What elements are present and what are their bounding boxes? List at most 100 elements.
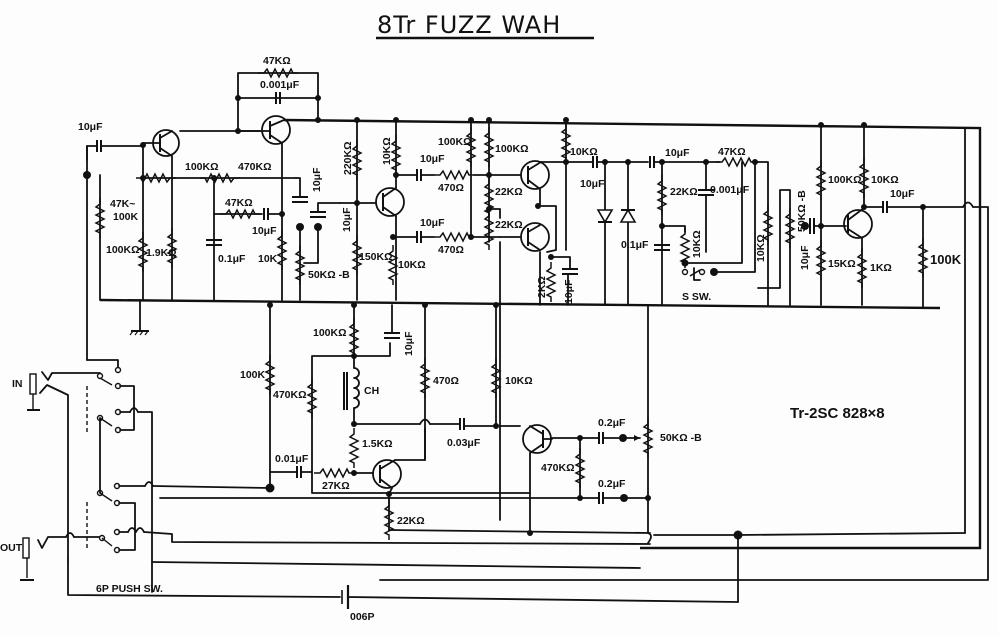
diode-1-icon xyxy=(596,209,614,224)
label-r220k: 220KΩ xyxy=(342,141,354,175)
label-fb-cap: 0.001μF xyxy=(260,79,300,91)
capacitor-10u-b-icon xyxy=(292,196,308,203)
schematic-title: 8Tr FUZZ WAH xyxy=(376,11,594,40)
label-jack-in: IN xyxy=(12,378,23,390)
s-switch[interactable] xyxy=(681,267,719,281)
label-c10u-e: 10μF xyxy=(420,217,445,229)
label-c02u-a: 0.2μF xyxy=(598,417,626,429)
capacitor-0-03u-icon xyxy=(459,418,465,430)
label-fb-res: 47KΩ xyxy=(263,55,291,67)
label-r22k-d: 22KΩ xyxy=(397,515,425,527)
label-r10k-e: 10KΩ xyxy=(691,230,703,258)
label-pot50k-c: 50KΩ -B xyxy=(660,432,702,444)
label-r100k-a: 100KΩ xyxy=(106,244,140,256)
output-stage: 100KΩ 15KΩ 10KΩ 1KΩ 10μF 100K xyxy=(379,122,989,581)
label-r470k: 470KΩ xyxy=(238,161,272,173)
label-r100k-c: 100KΩ xyxy=(438,136,472,148)
label-pot50k-b: 50KΩ -B xyxy=(796,190,808,232)
label-c10u-a: 10μF xyxy=(252,225,277,237)
resistor-1-5k xyxy=(349,427,359,469)
label-c001u-b: 0.01μF xyxy=(275,453,309,465)
label-c10u-h: 10μF xyxy=(665,147,690,159)
resistor-27k xyxy=(313,468,355,478)
transistor-q2-icon xyxy=(237,115,291,145)
label-r470-a: 470Ω xyxy=(438,182,464,194)
label-r22k-b: 22KΩ xyxy=(495,219,523,231)
label-r100k-b: 100KΩ xyxy=(185,161,219,173)
stage-3: 220KΩ 150KΩ 10KΩ 10KΩ 10μF 470Ω xyxy=(339,117,521,301)
output-jack[interactable] xyxy=(20,532,101,581)
label-r10k-f: 10KΩ xyxy=(755,234,767,262)
transistor-q8-icon xyxy=(843,207,873,239)
transistor-q5-icon xyxy=(520,222,550,252)
label-r1k: 1KΩ xyxy=(870,262,892,274)
transistor-q1-icon xyxy=(142,129,180,157)
label-r150k: 150KΩ xyxy=(359,251,393,263)
lower-stage: 100K 100KΩ 10μF 470KΩ CH 1.5KΩ xyxy=(159,127,966,603)
input-wire xyxy=(86,145,97,161)
label-c001u: 0.001μF xyxy=(710,184,750,196)
terminal-dot xyxy=(296,223,304,231)
label-s-sw: S SW. xyxy=(682,291,711,303)
label-47k: 47K~ xyxy=(110,198,135,210)
label-r10k-h: 10KΩ xyxy=(505,375,533,387)
push-switch-6p[interactable] xyxy=(86,372,122,554)
label-r22k-a: 22KΩ xyxy=(495,186,523,198)
label-r22k-c: 22KΩ xyxy=(670,186,698,198)
input-cap-label: 10μF xyxy=(78,121,103,133)
transistor-q6-icon xyxy=(372,459,402,489)
label-jack-out: OUT xyxy=(0,542,23,554)
label-c01u-a: 0.1μF xyxy=(218,253,246,265)
label-c02u-b: 0.2μF xyxy=(598,478,626,490)
label-c01u-b: 0.1μF xyxy=(621,239,649,251)
label-c10u-c: 10μF xyxy=(341,207,353,232)
clipper-filter: 10μF 10μF 22KΩ 0.1μF 10KΩ xyxy=(565,146,815,306)
transistor-type-note: Tr-2SC 828×8 xyxy=(790,405,885,422)
label-c10u-b: 10μF xyxy=(311,167,323,192)
label-r100k-d: 100KΩ xyxy=(495,143,529,155)
label-c003u: 0.03μF xyxy=(447,437,481,449)
resistor-2k xyxy=(546,261,556,303)
stage-4-5: 100KΩ 100KΩ 22KΩ 22KΩ xyxy=(438,117,598,521)
capacitor-feedback-icon xyxy=(275,92,281,104)
label-r10k-a: 10K xyxy=(258,253,278,265)
label-r470-b: 470Ω xyxy=(438,244,464,256)
terminal-dot xyxy=(314,223,322,231)
title-text: 8Tr FUZZ WAH xyxy=(377,11,561,39)
label-r10k-b: 10KΩ xyxy=(398,259,426,271)
transistor-q7-icon xyxy=(522,424,553,454)
inductor-choke-icon xyxy=(343,367,360,410)
label-c10u-i: 10μF xyxy=(799,245,811,270)
label-r470k-b: 470KΩ xyxy=(273,389,307,401)
label-ch: CH xyxy=(364,385,379,397)
label-r10k-g: 10KΩ xyxy=(871,174,899,186)
input-stage: 10μF 47K~ 100K 100KΩ 1.9KΩ xyxy=(78,55,353,361)
diode-2-icon xyxy=(619,208,637,223)
io-switching: IN OUT xyxy=(0,359,739,623)
label-r27k: 27KΩ xyxy=(322,480,350,492)
label-r470-c: 470Ω xyxy=(433,375,459,387)
label-r10k-d: 10KΩ xyxy=(570,146,598,158)
ground-rail xyxy=(99,298,941,336)
ground-rail-wire xyxy=(99,298,941,310)
label-c10u-g: 10μF xyxy=(580,178,605,190)
label-push-switch: 6P PUSH SW. xyxy=(96,583,163,595)
label-100k: 100K xyxy=(113,211,139,223)
label-c10u-f: 10μF xyxy=(563,279,575,304)
label-r2k: 2KΩ xyxy=(536,276,548,298)
label-r47k-b: 47KΩ xyxy=(718,146,746,158)
power-rail-wire xyxy=(283,118,982,550)
capacitor-0-1u-icon xyxy=(206,239,222,246)
transistor-q3-icon xyxy=(375,187,405,217)
label-pot50k-a: 50KΩ -B xyxy=(308,269,350,281)
label-c10u-d: 10μF xyxy=(420,153,445,165)
label-r1-5k: 1.5KΩ xyxy=(362,438,393,450)
label-r15k: 15KΩ xyxy=(828,258,856,270)
resistor-47k-b xyxy=(715,157,757,167)
capacitor-10u-k-icon xyxy=(384,332,400,339)
label-c10u-k: 10μF xyxy=(403,331,415,356)
label-c10u-j: 10μF xyxy=(890,188,915,200)
input-jack[interactable] xyxy=(27,371,101,561)
transistor-q4-icon xyxy=(520,160,550,190)
